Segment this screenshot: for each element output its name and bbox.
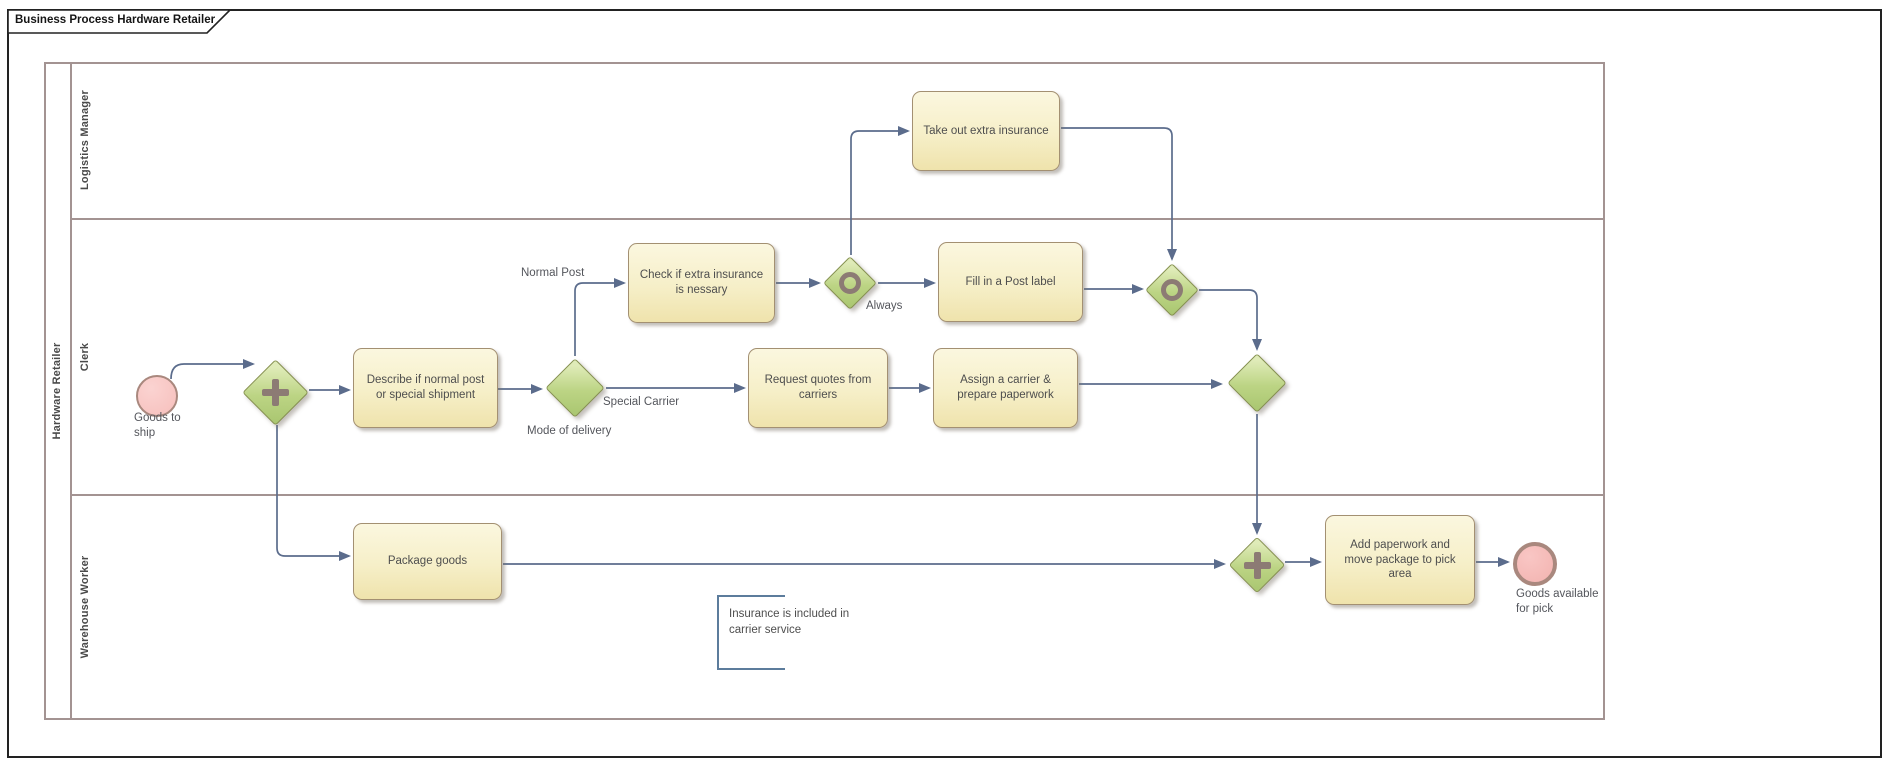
task-assign-carrier[interactable]: Assign a carrier & prepare paperwork xyxy=(933,348,1078,428)
pool-name-divider xyxy=(70,62,72,720)
gateway-inclusive-split[interactable] xyxy=(823,256,877,310)
diagram-title: Business Process Hardware Retailer xyxy=(15,14,216,26)
task-add-paperwork[interactable]: Add paperwork and move package to pick a… xyxy=(1325,515,1475,605)
gateway-exclusive-merge[interactable] xyxy=(1227,353,1287,413)
lane-divider-2[interactable] xyxy=(70,494,1605,496)
inclusive-circle-icon xyxy=(839,272,861,294)
task-take-out-extra-insurance[interactable]: Take out extra insurance xyxy=(912,91,1060,171)
flow-label-normal-post: Normal Post xyxy=(521,267,585,279)
parallel-plus-icon xyxy=(262,379,289,406)
gateway-exclusive-mode-of-delivery[interactable] xyxy=(545,358,605,418)
end-event-label: Goods available for pick xyxy=(1516,588,1599,615)
gateway-diamond xyxy=(545,358,605,418)
parallel-plus-icon xyxy=(1243,551,1271,579)
task-package-goods[interactable]: Package goods xyxy=(353,523,502,600)
gateway-parallel-split[interactable] xyxy=(242,359,309,426)
annotation-text: Insurance is included in carrier service xyxy=(729,608,850,637)
gateway-inclusive-merge[interactable] xyxy=(1145,263,1199,317)
inclusive-circle-icon xyxy=(1161,279,1183,301)
gateway-diamond xyxy=(1227,353,1287,413)
end-event-goods-available[interactable] xyxy=(1513,542,1557,586)
task-check-extra-insurance[interactable]: Check if extra insurance is nessary xyxy=(628,243,775,323)
flow-label-always: Always xyxy=(866,300,903,312)
task-request-quotes[interactable]: Request quotes from carriers xyxy=(748,348,888,428)
lane-divider-1[interactable] xyxy=(70,218,1605,220)
start-event-label: Goods to ship xyxy=(134,412,181,439)
gateway-parallel-join[interactable] xyxy=(1228,536,1286,594)
flow-label-special-carrier: Special Carrier xyxy=(603,396,680,408)
task-fill-post-label[interactable]: Fill in a Post label xyxy=(938,242,1083,322)
gateway-label-mode-of-delivery: Mode of delivery xyxy=(527,425,612,437)
task-describe-shipment[interactable]: Describe if normal post or special shipm… xyxy=(353,348,498,428)
